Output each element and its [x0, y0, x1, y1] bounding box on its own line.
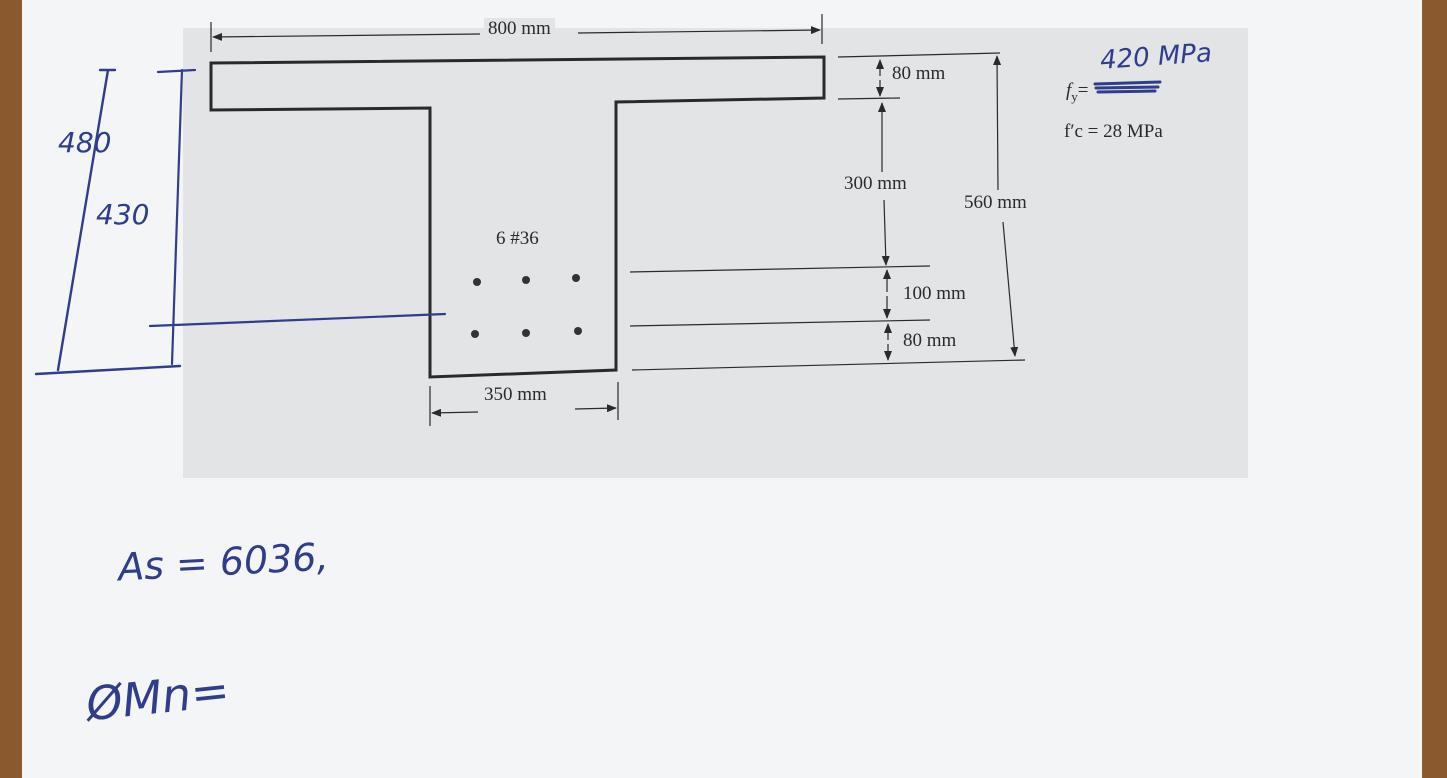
- fy-label: fy=: [1066, 80, 1089, 104]
- dim-800-line-left: [212, 32, 481, 41]
- ext-bar-row-bottom: [629, 319, 931, 327]
- rebar-dot: [522, 329, 530, 337]
- dim-560-arrow-down: [1002, 221, 1019, 357]
- dim-800-label: 800 mm: [484, 18, 555, 40]
- rebar-dot: [471, 330, 479, 338]
- tbeam-outline: [209, 55, 826, 379]
- dim-350-label: 350 mm: [480, 384, 551, 406]
- rebar-dot: [473, 278, 481, 286]
- dim-560-arrow-up: [993, 55, 1002, 191]
- fc-label: f′c = 28 MPa: [1064, 121, 1163, 142]
- ext-top: [837, 52, 1001, 58]
- ext-bar-row-top: [629, 265, 931, 273]
- dim-800-line-right: [577, 26, 821, 35]
- dim-80-flange-label: 80 mm: [892, 63, 946, 84]
- dim-350-line-left: [431, 408, 479, 417]
- hand-fy-scribble: [1093, 80, 1162, 94]
- dim-560-label: 560 mm: [960, 192, 1031, 214]
- ext-bottom: [631, 359, 1026, 371]
- hand-depth-430: 430: [96, 198, 150, 231]
- hand-depth-430-line: [148, 68, 447, 366]
- rebar-dot: [522, 276, 530, 284]
- dim-100-label: 100 mm: [903, 283, 966, 304]
- rebar-label: 6 #36: [496, 228, 539, 249]
- hand-depth-480-line: [34, 68, 182, 376]
- ext-flange-bottom: [837, 97, 901, 100]
- hand-depth-480: 480: [58, 126, 112, 159]
- rebar-dot: [574, 327, 582, 335]
- dim-80-cover-label: 80 mm: [903, 330, 957, 351]
- dim-350-line-right: [574, 404, 617, 413]
- figure-background: [183, 28, 1248, 478]
- rebar-dot: [572, 274, 580, 282]
- dim-300-label: 300 mm: [840, 173, 911, 195]
- dim-300-arrow-down: [881, 199, 890, 266]
